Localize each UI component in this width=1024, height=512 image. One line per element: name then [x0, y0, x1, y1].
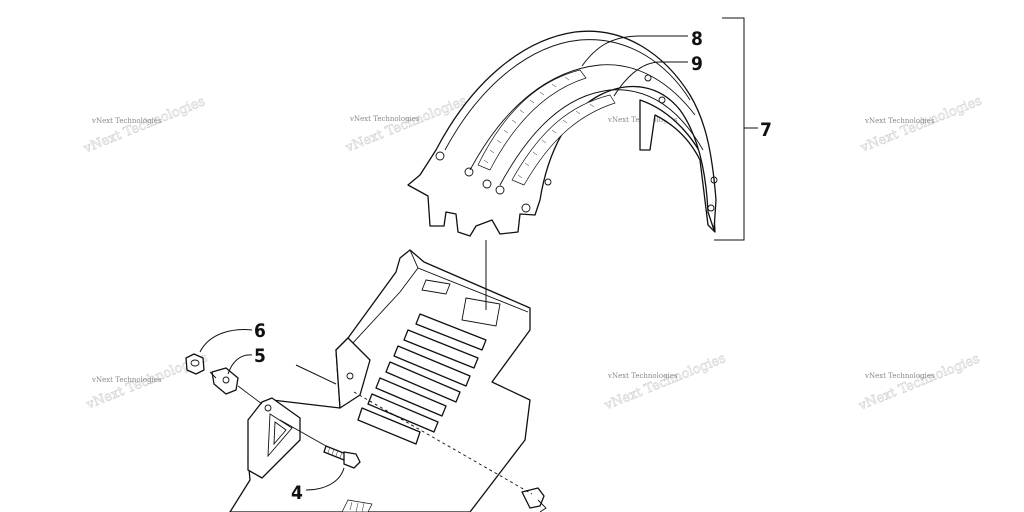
warning-decal-2 [511, 94, 616, 186]
nut-6 [185, 353, 205, 375]
svg-text:vNext Technologies: vNext Technologies [602, 351, 728, 414]
fender-rim-outer [444, 39, 691, 151]
svg-text:vNext Technologies: vNext Technologies [81, 94, 207, 157]
svg-text:vNext Technologies: vNext Technologies [91, 117, 162, 125]
watermark-8: vNext Technologies vNext Technologies [855, 351, 982, 414]
svg-text:vNext Technologies: vNext Technologies [607, 372, 678, 380]
fender-mounting-holes [435, 74, 718, 213]
svg-text:vNext Technologies: vNext Technologies [864, 372, 935, 380]
assembly-lines [209, 240, 533, 495]
callout-leaders [199, 17, 758, 491]
callout-7: 7 [760, 119, 772, 141]
fender-inner-skirt [639, 99, 716, 233]
side-bracket [247, 397, 301, 479]
watermark-1: vNext Technologies vNext Technologies [81, 94, 208, 157]
callout-6: 6 [254, 320, 266, 342]
panel-slots [421, 279, 501, 327]
callout-4: 4 [291, 482, 303, 504]
svg-text:vNext Technologies: vNext Technologies [864, 117, 935, 125]
watermark-7: vNext Technologies vNext Technologies [601, 351, 728, 414]
warning-decal-1 [477, 69, 587, 171]
callout-9: 9 [691, 53, 703, 75]
panel-louvers [357, 313, 487, 445]
svg-text:vNext Technologies: vNext Technologies [91, 376, 162, 384]
fender-rim-mid [469, 64, 696, 171]
svg-text:vNext Technologies: vNext Technologies [349, 115, 420, 123]
callout-8: 8 [691, 28, 703, 50]
bolt-4 [323, 445, 361, 469]
push-rivet [521, 487, 547, 512]
fender-rim-inner [499, 89, 704, 186]
panel-bracket [335, 337, 371, 409]
panel-decal [341, 499, 373, 512]
clip-5 [211, 367, 239, 395]
callout-5: 5 [254, 345, 266, 367]
fender-assembly [407, 30, 718, 237]
svg-text:vNext Technologies: vNext Technologies [856, 351, 982, 414]
watermark-4: vNext Technologies vNext Technologies [857, 93, 984, 156]
fender-panel [229, 249, 531, 512]
